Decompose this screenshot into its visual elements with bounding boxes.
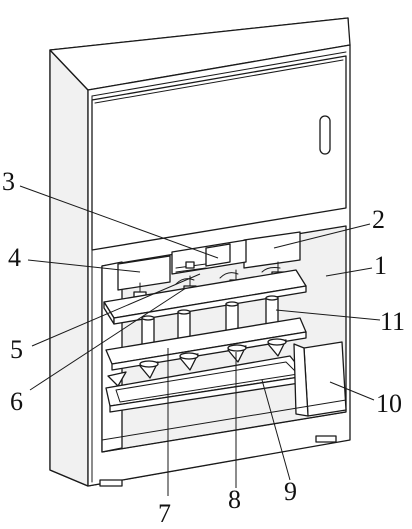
leader-1 [325,267,373,277]
foot-right [315,435,337,443]
bottom-section [101,399,347,453]
motor-3 [205,243,231,267]
label-10: 10 [376,389,402,418]
top-blocks [117,231,301,291]
block-4 [117,255,171,291]
label-3: 3 [2,167,15,196]
feet [99,435,337,487]
label-1: 1 [374,251,387,280]
leader-6 [29,287,187,391]
nozzle-3 [227,344,247,363]
side-box-10 [293,341,347,417]
nozzle-1 [139,360,159,379]
foot-left [99,479,123,487]
label-7: 7 [158,499,171,528]
leader-5 [31,273,201,347]
upper-plate [103,269,307,325]
label-9: 9 [284,477,297,506]
part-labels: 3 2 4 1 5 11 6 10 7 8 9 [2,167,405,528]
nozzle-2 [179,352,199,371]
leader-9 [261,379,291,481]
box-front [303,341,347,417]
leader-lines [19,185,381,496]
label-5: 5 [10,335,23,364]
leader-3 [19,185,219,259]
nozzles [107,338,287,387]
upper-door [91,55,347,251]
leader-10 [329,381,375,401]
label-2: 2 [372,205,385,234]
door-panel [91,55,347,251]
leader-2 [273,223,371,249]
label-6: 6 [10,387,23,416]
label-4: 4 [8,243,21,272]
nozzle-4 [267,338,287,357]
leader-11 [275,309,381,321]
door-handle-icon [319,115,331,155]
label-11: 11 [380,307,405,336]
leader-4 [27,259,141,273]
lower-plate [105,317,307,371]
label-8: 8 [228,485,241,514]
cabinet-left-side [49,49,89,487]
